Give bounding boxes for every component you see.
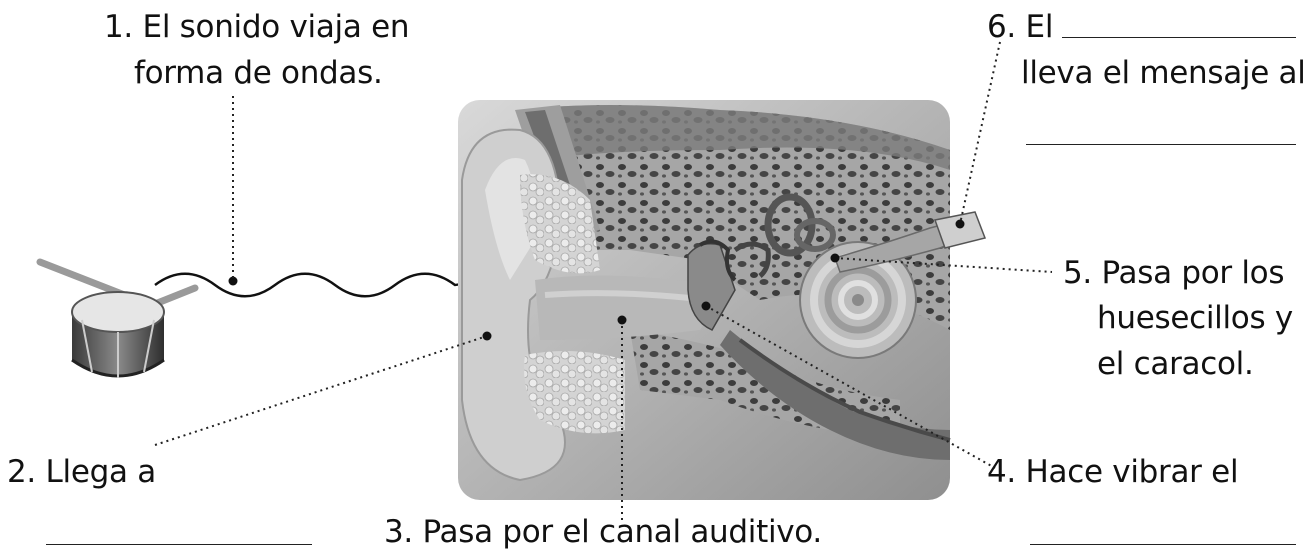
leader-step2 <box>155 336 487 445</box>
dot-step5 <box>831 254 840 263</box>
step6-answer-blank-bottom <box>1026 144 1296 145</box>
step6-label-line2: lleva el mensaje al <box>1021 53 1306 93</box>
step2-label: 2. Llega a <box>7 452 156 492</box>
drum-icon <box>40 262 195 378</box>
step5-label-line3: el caracol. <box>1097 344 1254 384</box>
step4-label: 4. Hace vibrar el <box>987 452 1238 492</box>
dot-step4 <box>702 302 711 311</box>
dot-step2 <box>483 332 492 341</box>
step2-answer-blank <box>46 544 312 545</box>
dot-step3 <box>618 316 627 325</box>
step6-answer-blank-top <box>1062 37 1296 38</box>
step4-answer-blank <box>1030 544 1296 545</box>
step1-label-line1: 1. El sonido viaja en <box>104 7 409 47</box>
leader-step6 <box>960 42 1000 224</box>
ear-anatomy-illustration <box>458 100 985 500</box>
sound-wave <box>155 274 468 297</box>
step6-label-line1: 6. El <box>987 7 1053 47</box>
step5-label-line1: 5. Pasa por los <box>1063 253 1284 293</box>
dot-step6 <box>956 220 965 229</box>
step5-label-line2: huesecillos y <box>1097 298 1293 338</box>
step3-label: 3. Pasa por el canal auditivo. <box>384 512 822 552</box>
step1-label-line2: forma de ondas. <box>134 53 383 93</box>
